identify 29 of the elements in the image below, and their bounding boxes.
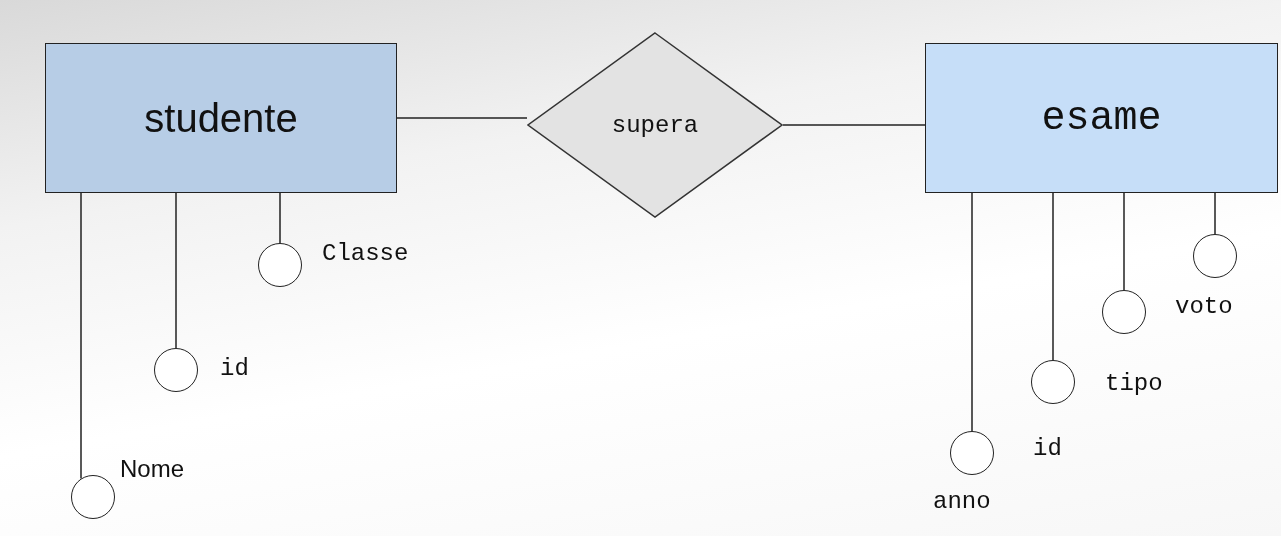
attribute-name: Classe <box>322 240 409 267</box>
attribute-name: Nome <box>120 455 185 483</box>
connector-line <box>1123 192 1125 291</box>
relationship-diamond <box>527 32 783 218</box>
connector-line <box>80 192 82 480</box>
attribute-name: id <box>220 355 249 382</box>
attribute-circle <box>1193 234 1237 278</box>
connector-line <box>971 192 973 432</box>
entity-box <box>45 43 397 193</box>
connector-line <box>782 124 926 126</box>
attribute-circle <box>71 475 115 519</box>
connector-line <box>1052 192 1054 361</box>
attribute-name: anno <box>933 488 991 515</box>
attribute-circle <box>950 431 994 475</box>
connector-line <box>396 117 528 119</box>
attribute-name: id <box>1033 435 1062 462</box>
attribute-circle <box>1102 290 1146 334</box>
entity-name: studente <box>144 95 298 141</box>
attribute-circle <box>1031 360 1075 404</box>
attribute-circle <box>154 348 198 392</box>
attribute-circle <box>258 243 302 287</box>
connector-line <box>1214 192 1216 235</box>
attribute-name: voto <box>1175 293 1233 320</box>
relationship-name: supera <box>611 111 699 139</box>
connector-line <box>279 192 281 244</box>
connector-line <box>175 192 177 349</box>
entity-box <box>925 43 1278 193</box>
attribute-name: tipo <box>1105 370 1163 397</box>
entity-name: esame <box>1041 95 1162 141</box>
